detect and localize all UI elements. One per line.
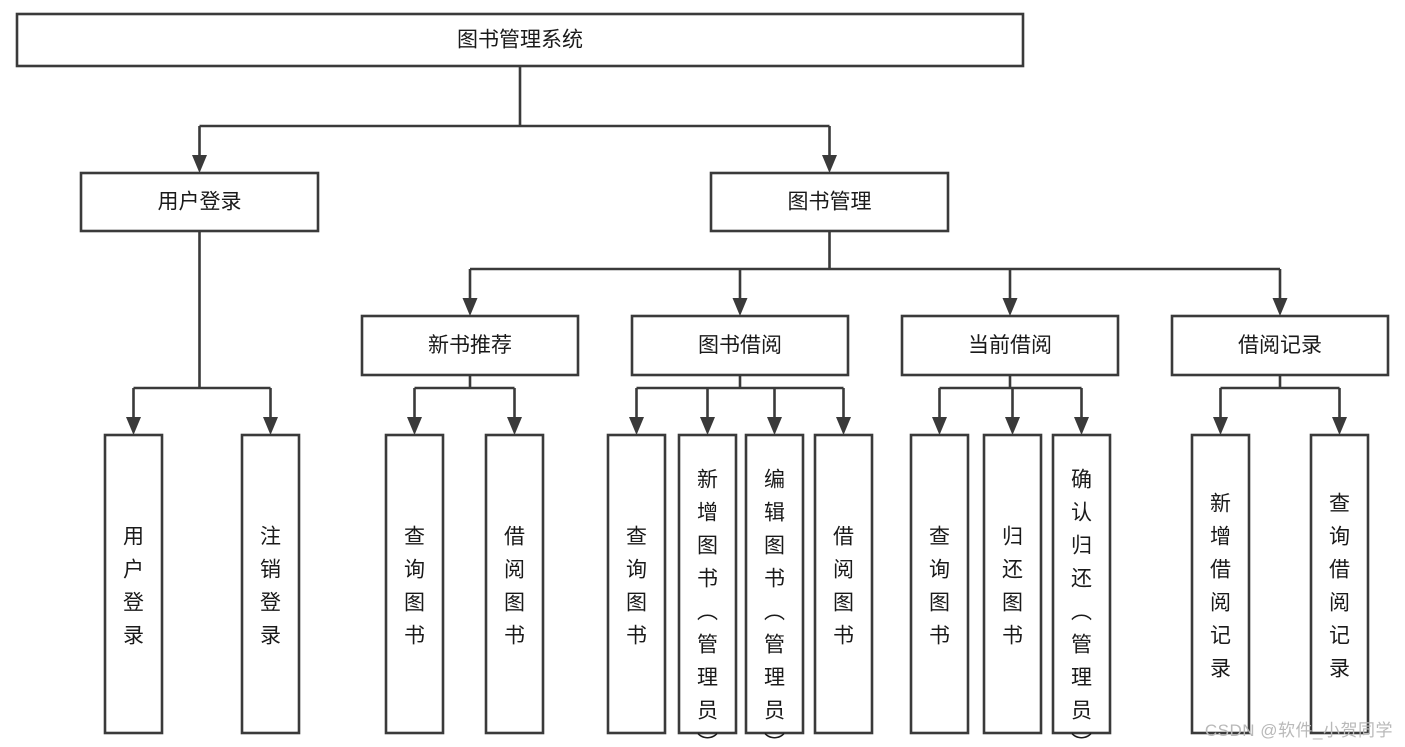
arrowhead-icon-leaf-borrow-book-recommend bbox=[507, 417, 522, 435]
arrowhead-icon-leaf-query-book-recommend bbox=[407, 417, 422, 435]
node-current-borrow[interactable]: 当前借阅 bbox=[900, 314, 1120, 377]
node-root[interactable]: 图书管理系统 bbox=[15, 12, 1025, 68]
node-leaf-user-login[interactable]: 用户登录 bbox=[103, 433, 164, 735]
node-box-leaf-borrow-book[interactable] bbox=[813, 433, 874, 735]
arrowhead-icon-borrow-record bbox=[1272, 298, 1288, 316]
node-box-leaf-add-borrow-record[interactable] bbox=[1190, 433, 1251, 735]
node-label-leaf-query-book-borrow: 查询图书 bbox=[626, 526, 647, 648]
node-box-root[interactable] bbox=[15, 12, 1025, 68]
node-box-leaf-edit-book-admin[interactable] bbox=[744, 433, 805, 735]
node-label-leaf-return-book: 归还图书 bbox=[1002, 526, 1023, 648]
edge-group-book-borrow bbox=[629, 375, 851, 435]
edge-group-user-login bbox=[126, 231, 278, 435]
node-box-leaf-add-book-admin[interactable] bbox=[677, 433, 738, 735]
node-label-leaf-borrow-book: 借阅图书 bbox=[833, 526, 854, 648]
edge-group-new-book-recommend bbox=[407, 375, 522, 435]
node-leaf-query-borrow-record[interactable]: 查询借阅记录 bbox=[1309, 433, 1370, 735]
node-box-leaf-confirm-return-admin[interactable] bbox=[1051, 433, 1112, 735]
node-label-book-borrow: 图书借阅 bbox=[698, 334, 782, 357]
node-borrow-record[interactable]: 借阅记录 bbox=[1170, 314, 1390, 377]
node-label-borrow-record: 借阅记录 bbox=[1238, 334, 1322, 357]
edge-group-root bbox=[192, 66, 837, 173]
node-label-leaf-logout: 注销登录 bbox=[260, 526, 281, 648]
arrowhead-icon-leaf-query-book-borrow bbox=[629, 417, 644, 435]
arrowhead-icon-leaf-add-borrow-record bbox=[1213, 417, 1228, 435]
arrowhead-icon-leaf-user-login bbox=[126, 417, 141, 435]
node-label-leaf-edit-book-admin: 编辑图书︵管理员︶ bbox=[764, 469, 785, 747]
node-box-leaf-user-login[interactable] bbox=[103, 433, 164, 735]
node-box-current-borrow[interactable] bbox=[900, 314, 1120, 377]
node-leaf-logout[interactable]: 注销登录 bbox=[240, 433, 301, 735]
node-leaf-return-book[interactable]: 归还图书 bbox=[982, 433, 1043, 735]
node-leaf-borrow-book[interactable]: 借阅图书 bbox=[813, 433, 874, 735]
arrowhead-icon-new-book-recommend bbox=[462, 298, 478, 316]
node-box-borrow-record[interactable] bbox=[1170, 314, 1390, 377]
node-label-new-book-recommend: 新书推荐 bbox=[428, 334, 512, 357]
node-box-leaf-query-borrow-record[interactable] bbox=[1309, 433, 1370, 735]
node-leaf-add-book-admin[interactable]: 新增图书︵管理员︶ bbox=[677, 433, 738, 747]
node-leaf-add-borrow-record[interactable]: 新增借阅记录 bbox=[1190, 433, 1251, 735]
node-label-leaf-add-borrow-record: 新增借阅记录 bbox=[1210, 493, 1231, 681]
node-label-current-borrow: 当前借阅 bbox=[968, 334, 1052, 357]
node-label-leaf-add-book-admin: 新增图书︵管理员︶ bbox=[697, 469, 718, 747]
node-label-leaf-confirm-return-admin: 确认归还︵管理员︶ bbox=[1071, 469, 1092, 747]
arrowhead-icon-leaf-borrow-book bbox=[836, 417, 851, 435]
edge-group-book-management bbox=[462, 231, 1288, 316]
edges-layer bbox=[126, 66, 1347, 435]
node-box-user-login[interactable] bbox=[79, 171, 320, 233]
node-label-leaf-query-borrow-record: 查询借阅记录 bbox=[1329, 493, 1350, 681]
node-leaf-query-book-borrow[interactable]: 查询图书 bbox=[606, 433, 667, 735]
node-label-root: 图书管理系统 bbox=[457, 29, 583, 52]
node-leaf-edit-book-admin[interactable]: 编辑图书︵管理员︶ bbox=[744, 433, 805, 747]
node-book-management[interactable]: 图书管理 bbox=[709, 171, 950, 233]
arrowhead-icon-leaf-edit-book-admin bbox=[767, 417, 782, 435]
node-label-leaf-query-book-current: 查询图书 bbox=[929, 526, 950, 648]
edge-group-borrow-record bbox=[1213, 375, 1347, 435]
node-leaf-borrow-book-recommend[interactable]: 借阅图书 bbox=[484, 433, 545, 735]
node-box-leaf-logout[interactable] bbox=[240, 433, 301, 735]
arrowhead-icon-leaf-add-book-admin bbox=[700, 417, 715, 435]
arrowhead-icon-leaf-confirm-return-admin bbox=[1074, 417, 1089, 435]
arrowhead-icon-book-management bbox=[822, 155, 837, 173]
nodes-layer: 图书管理系统用户登录图书管理新书推荐图书借阅当前借阅借阅记录用户登录注销登录查询… bbox=[15, 12, 1390, 747]
node-user-login[interactable]: 用户登录 bbox=[79, 171, 320, 233]
node-label-user-login: 用户登录 bbox=[158, 191, 242, 214]
arrowhead-icon-leaf-return-book bbox=[1005, 417, 1020, 435]
node-leaf-query-book-recommend[interactable]: 查询图书 bbox=[384, 433, 445, 735]
node-box-new-book-recommend[interactable] bbox=[360, 314, 580, 377]
node-box-leaf-query-book-current[interactable] bbox=[909, 433, 970, 735]
node-book-borrow[interactable]: 图书借阅 bbox=[630, 314, 850, 377]
arrowhead-icon-book-borrow bbox=[732, 298, 748, 316]
node-box-book-borrow[interactable] bbox=[630, 314, 850, 377]
node-box-leaf-query-book-borrow[interactable] bbox=[606, 433, 667, 735]
node-box-leaf-borrow-book-recommend[interactable] bbox=[484, 433, 545, 735]
node-label-leaf-query-book-recommend: 查询图书 bbox=[404, 526, 425, 648]
arrowhead-icon-leaf-query-borrow-record bbox=[1332, 417, 1347, 435]
node-box-leaf-return-book[interactable] bbox=[982, 433, 1043, 735]
node-box-leaf-query-book-recommend[interactable] bbox=[384, 433, 445, 735]
node-label-leaf-user-login: 用户登录 bbox=[123, 526, 144, 648]
node-new-book-recommend[interactable]: 新书推荐 bbox=[360, 314, 580, 377]
node-leaf-confirm-return-admin[interactable]: 确认归还︵管理员︶ bbox=[1051, 433, 1112, 747]
arrowhead-icon-leaf-logout bbox=[263, 417, 278, 435]
arrowhead-icon-current-borrow bbox=[1002, 298, 1018, 316]
arrowhead-icon-leaf-query-book-current bbox=[932, 417, 947, 435]
node-leaf-query-book-current[interactable]: 查询图书 bbox=[909, 433, 970, 735]
arrowhead-icon-user-login bbox=[192, 155, 207, 173]
edge-group-current-borrow bbox=[932, 375, 1089, 435]
node-label-leaf-borrow-book-recommend: 借阅图书 bbox=[504, 526, 525, 648]
node-box-book-management[interactable] bbox=[709, 171, 950, 233]
node-label-book-management: 图书管理 bbox=[788, 191, 872, 214]
